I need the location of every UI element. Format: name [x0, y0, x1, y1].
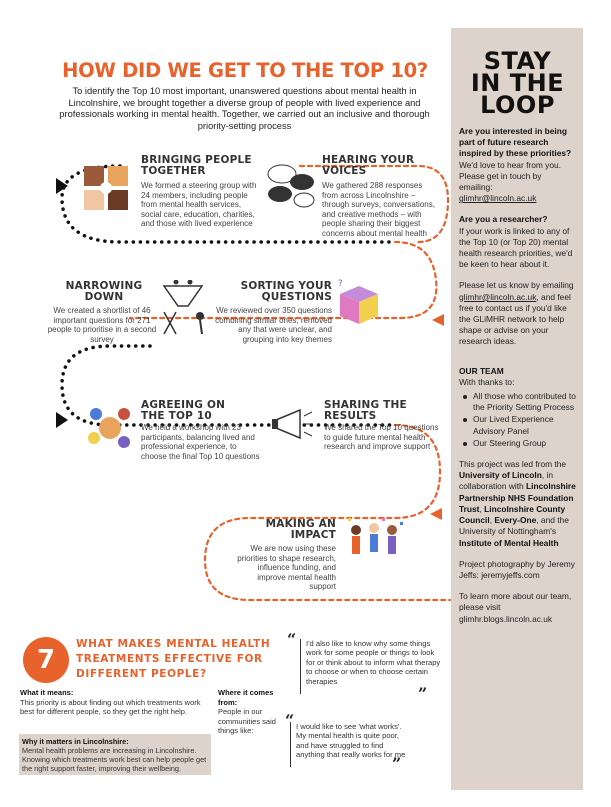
what-it-means: What it means:This priority is about fin…: [20, 688, 201, 716]
page-title: HOW DID WE GET TO THE TOP 10?: [62, 59, 428, 82]
step-body-sorting-questions: We reviewed over 350 questions combining…: [215, 306, 332, 344]
step-body-agreeing-top10: We held a workshop with 23 participants,…: [141, 423, 260, 461]
celebration-illustration: [348, 518, 403, 554]
team-list-item: Our Lived Experience Advisory Panel: [459, 414, 576, 436]
research-invite: Are you interested in being part of futu…: [459, 126, 572, 204]
arrow-left-icon: [432, 314, 444, 326]
step-body-making-impact: We are now using these priorities to sha…: [237, 544, 336, 592]
cube-illustration: ?: [338, 279, 378, 324]
contact-paragraph: Please let us know by emailing glimhr@li…: [459, 280, 574, 347]
svg-text:?: ?: [338, 279, 343, 289]
speech-bubbles-illustration: [267, 164, 315, 208]
arrow-right-icon: [56, 178, 68, 194]
megaphone-illustration: [272, 408, 313, 440]
where-it-comes-from: Where it comes from:People in our commun…: [218, 688, 276, 735]
intro-text: To identify the Top 10 most important, u…: [59, 86, 430, 131]
close-quote-icon: ”: [392, 754, 402, 773]
email-link[interactable]: glimhr@lincoln.ac.uk: [459, 193, 537, 204]
learn-more: To learn more about our team, please vis…: [459, 591, 572, 624]
quote-1: I'd also like to know why some things wo…: [300, 639, 444, 694]
step-body-sharing-results: We shared the Top 10 questions to guide …: [324, 423, 439, 452]
step-body-hearing-voices: We gathered 288 responses from across Li…: [322, 181, 435, 238]
close-quote-icon: ”: [418, 684, 428, 703]
quote-2: I would like to see 'what works'. My men…: [290, 722, 410, 767]
why-it-matters-box: Why it matters in Lincolnshire:Mental he…: [19, 734, 211, 775]
team-list-item: All those who contributed to the Priorit…: [459, 391, 576, 413]
arrow-left-icon: [430, 508, 442, 520]
team-hands-illustration: [84, 166, 128, 210]
step-body-narrowing-down: We created a shortlist of 46 important q…: [47, 306, 157, 344]
project-credits: This project was led from the University…: [459, 459, 576, 548]
step-body-bringing-people: We formed a steering group with 24 membe…: [141, 181, 257, 229]
researcher-section: Are you a researcher?If your work is lin…: [459, 214, 573, 270]
funnel-illustration: [162, 280, 204, 335]
priority-number-badge: 7: [23, 637, 69, 683]
arrow-right-icon: [56, 412, 68, 428]
photo-credit: Project photography by Jeremy Jeffs: jer…: [459, 558, 575, 580]
open-quote-icon: “: [285, 711, 295, 730]
email-link[interactable]: glimhr@lincoln.ac.uk: [459, 291, 537, 302]
meeting-illustration: [88, 408, 130, 448]
team-list-item: Our Steering Group: [459, 438, 576, 449]
open-quote-icon: “: [287, 630, 297, 649]
